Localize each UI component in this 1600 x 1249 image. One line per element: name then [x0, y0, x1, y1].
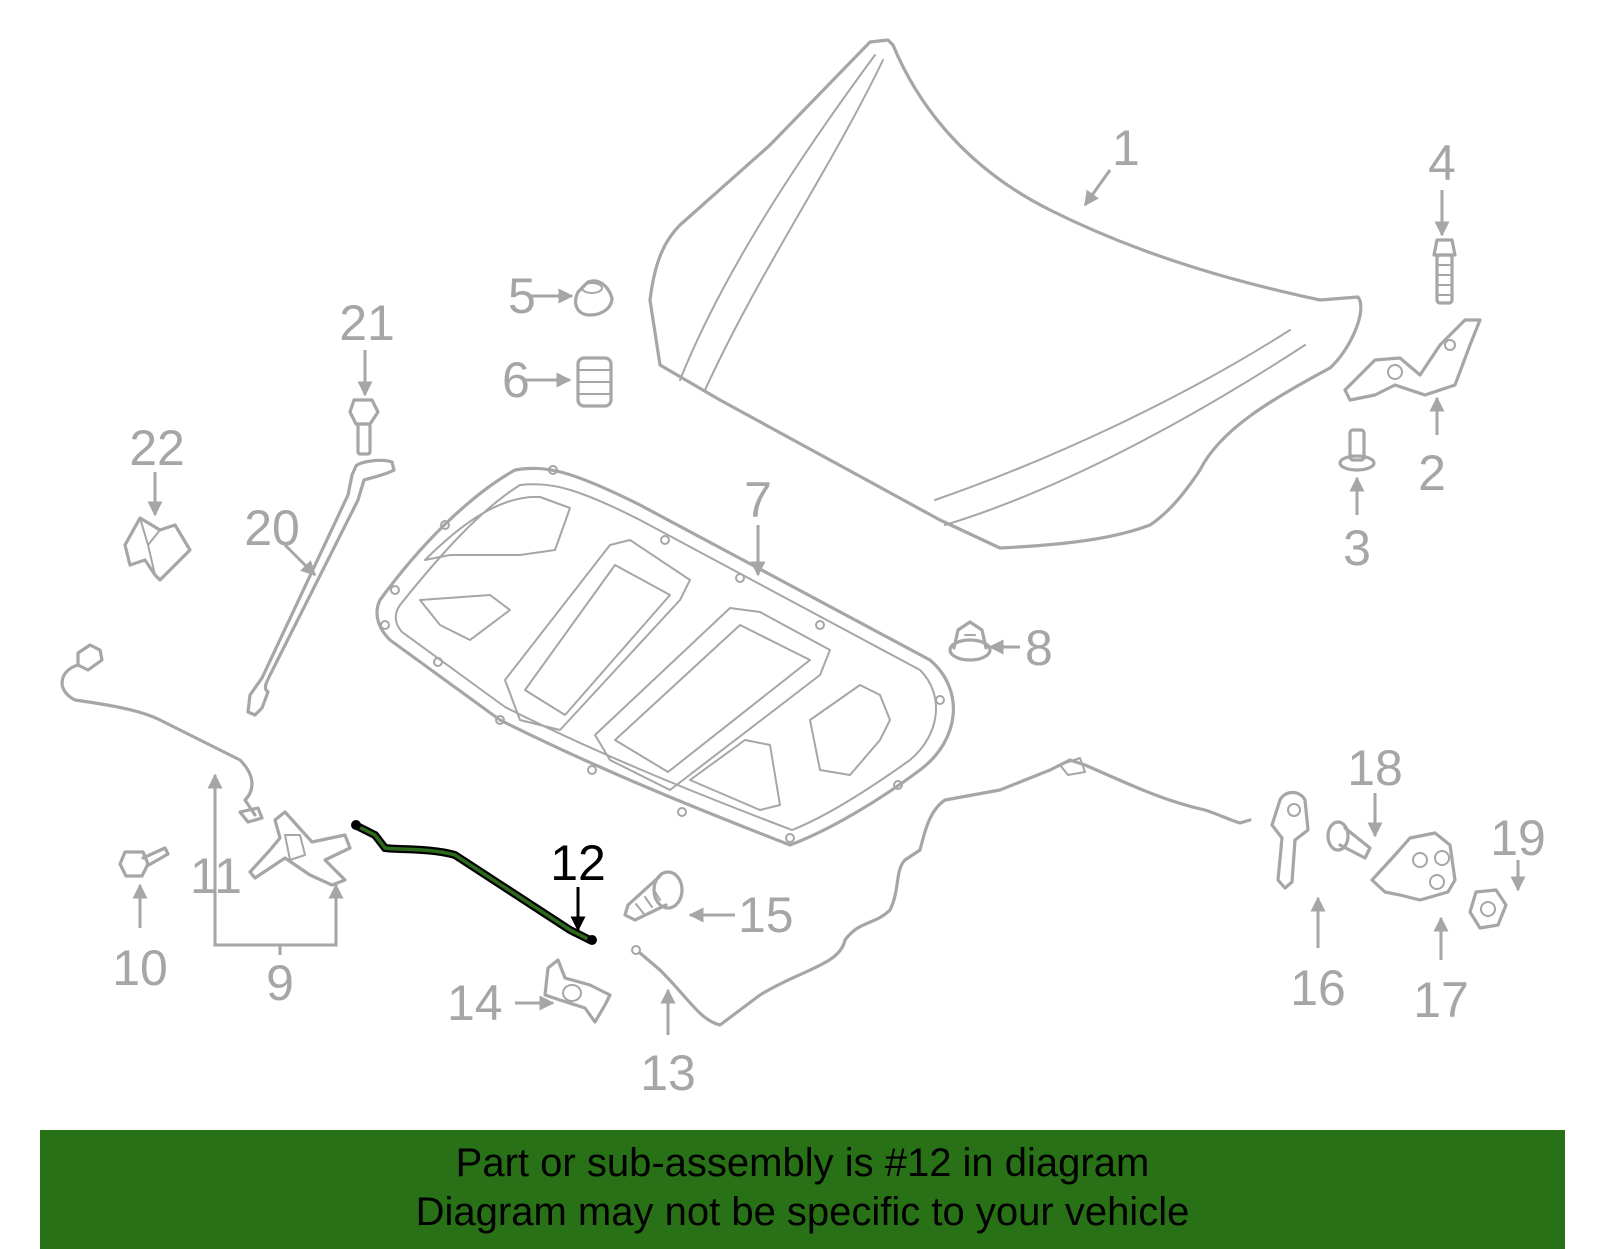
callout-13: 13 [640, 1045, 696, 1101]
callout-22: 22 [129, 420, 185, 476]
part-info-banner: Part or sub-assembly is #12 in diagram D… [40, 1130, 1565, 1249]
hood-part-1[interactable] [648, 38, 1363, 550]
callout-18: 18 [1347, 740, 1403, 796]
bracket-part-9[interactable] [248, 810, 352, 887]
callout-11: 11 [190, 848, 242, 904]
hinge-part-2[interactable] [1343, 318, 1482, 402]
callout-1: 1 [1112, 120, 1140, 176]
parts-diagram: 1 2 3 4 5 6 7 8 9 10 11 12 13 14 15 16 1… [60, 38, 1546, 1101]
nut-part-19[interactable] [1468, 888, 1508, 930]
callout-19: 19 [1490, 810, 1546, 866]
bracket-part-14[interactable] [543, 958, 612, 1024]
bolt-part-10[interactable] [118, 846, 170, 878]
bumper-part-6[interactable] [576, 356, 613, 408]
callout-10: 10 [112, 940, 168, 996]
hood-insulator-part-7[interactable] [375, 465, 955, 847]
banner-line-2: Diagram may not be specific to your vehi… [415, 1190, 1190, 1234]
bumper-part-5[interactable] [574, 279, 614, 317]
callout-labels: 1 2 3 4 5 6 7 8 9 10 11 12 13 14 15 16 1… [112, 120, 1546, 1101]
latch-part-17[interactable] [1370, 831, 1457, 902]
bolt-part-18[interactable] [1326, 820, 1372, 860]
callout-9: 9 [266, 955, 294, 1011]
callout-17: 17 [1413, 972, 1469, 1028]
callout-12: 12 [550, 835, 606, 891]
callout-4: 4 [1428, 135, 1456, 191]
bolt-part-3[interactable] [1338, 428, 1376, 472]
callout-8: 8 [1025, 620, 1053, 676]
callout-2: 2 [1418, 445, 1446, 501]
release-cable-part-13[interactable] [631, 757, 1252, 1027]
rod-part-12[interactable] [351, 820, 597, 945]
callout-6: 6 [502, 352, 530, 408]
bolt-part-21[interactable] [348, 398, 380, 456]
callout-3: 3 [1343, 520, 1371, 576]
cable-part-11[interactable] [60, 643, 264, 824]
callout-21: 21 [339, 295, 395, 351]
support-rod-part-20[interactable] [246, 458, 396, 717]
clip-part-22[interactable] [123, 516, 192, 582]
banner-line-1: Part or sub-assembly is #12 in diagram [455, 1141, 1150, 1185]
callout-14: 14 [447, 975, 503, 1031]
leader-arrows [132, 169, 1526, 1035]
callout-15: 15 [738, 887, 794, 943]
callout-5: 5 [508, 268, 536, 324]
bumper-bolt-part-15[interactable] [623, 870, 684, 922]
bolt-part-4[interactable] [1432, 238, 1457, 305]
clip-part-8[interactable] [948, 620, 992, 662]
callout-16: 16 [1290, 960, 1346, 1016]
latch-handle-part-16[interactable] [1270, 790, 1310, 890]
callout-20: 20 [244, 500, 300, 556]
callout-7: 7 [744, 472, 772, 528]
